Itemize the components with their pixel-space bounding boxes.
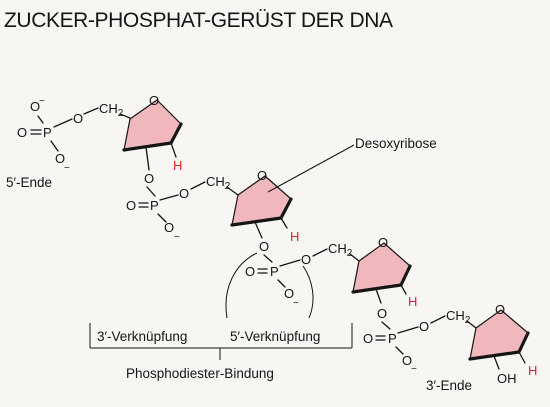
charge-minus: − bbox=[39, 96, 45, 107]
atom-o: O bbox=[73, 111, 83, 126]
hydrogen-atom: H bbox=[408, 294, 417, 309]
atom-o: O bbox=[301, 252, 311, 267]
sugar-ring-2: O H bbox=[230, 168, 299, 244]
atom-o-minus: O bbox=[284, 286, 294, 301]
ch2-label: CH2 bbox=[206, 174, 231, 192]
atom-p: P bbox=[43, 125, 52, 140]
ch2-label: CH2 bbox=[446, 308, 471, 326]
three-prime-link-label: 3′-Verknüpfung bbox=[97, 329, 187, 344]
ring-oxygen: O bbox=[149, 93, 159, 108]
charge-minus: − bbox=[174, 232, 180, 243]
atom-p: P bbox=[150, 198, 159, 213]
atom-o: O bbox=[126, 198, 136, 213]
atom-o-minus: O bbox=[402, 353, 412, 368]
phosphate-group-4: O P O O O − CH2 bbox=[363, 306, 477, 375]
five-prime-end-label: 5′-Ende bbox=[6, 175, 52, 190]
ch2-label: CH2 bbox=[99, 101, 124, 119]
phosphate-group-2: O P O O O − CH2 bbox=[126, 171, 239, 243]
atom-o: O bbox=[377, 306, 387, 321]
desoxyribose-label: Desoxyribose bbox=[355, 136, 437, 151]
atom-o: O bbox=[363, 331, 373, 346]
atom-o: O bbox=[245, 264, 255, 279]
charge-minus: − bbox=[411, 364, 417, 375]
phosphodiester-bracket bbox=[89, 323, 353, 360]
phosphate-group-3: O P O O O − CH2 bbox=[245, 239, 360, 309]
charge-minus: − bbox=[293, 298, 299, 309]
atom-o: O bbox=[17, 125, 27, 140]
sugar-ring-1: O H bbox=[122, 93, 183, 173]
ch2-label: CH2 bbox=[328, 241, 353, 259]
hydrogen-atom: H bbox=[290, 229, 299, 244]
atom-o: O bbox=[419, 319, 429, 334]
ring-oxygen: O bbox=[257, 168, 267, 183]
three-prime-end-label: 3′-Ende bbox=[426, 378, 472, 393]
page-title: ZUCKER-PHOSPHAT-GERÜST DER DNA bbox=[4, 9, 393, 32]
hydrogen-atom: H bbox=[173, 158, 182, 173]
atom-o: O bbox=[144, 171, 154, 186]
atom-o: O bbox=[259, 239, 269, 254]
ring-oxygen: O bbox=[378, 235, 388, 250]
charge-minus: − bbox=[64, 163, 70, 174]
sugar-ring-3: O H bbox=[351, 235, 417, 309]
atom-o-minus: O bbox=[55, 151, 65, 166]
atom-o-minus: O bbox=[30, 99, 40, 114]
phosphate-group-1: O − P O O O − CH2 bbox=[17, 96, 131, 174]
phosphodiester-label: Phosphodiester-Bindung bbox=[126, 366, 274, 381]
atom-p: P bbox=[388, 331, 397, 346]
hydroxyl-group: OH bbox=[497, 371, 517, 386]
five-prime-link-label: 5′-Verknüpfung bbox=[230, 329, 320, 344]
ring-oxygen: O bbox=[495, 302, 505, 317]
hydrogen-atom: H bbox=[528, 363, 537, 378]
sugar-ring-4: O H OH bbox=[468, 302, 537, 386]
atom-p: P bbox=[270, 264, 279, 279]
atom-o: O bbox=[179, 186, 189, 201]
atom-o-minus: O bbox=[164, 220, 174, 235]
